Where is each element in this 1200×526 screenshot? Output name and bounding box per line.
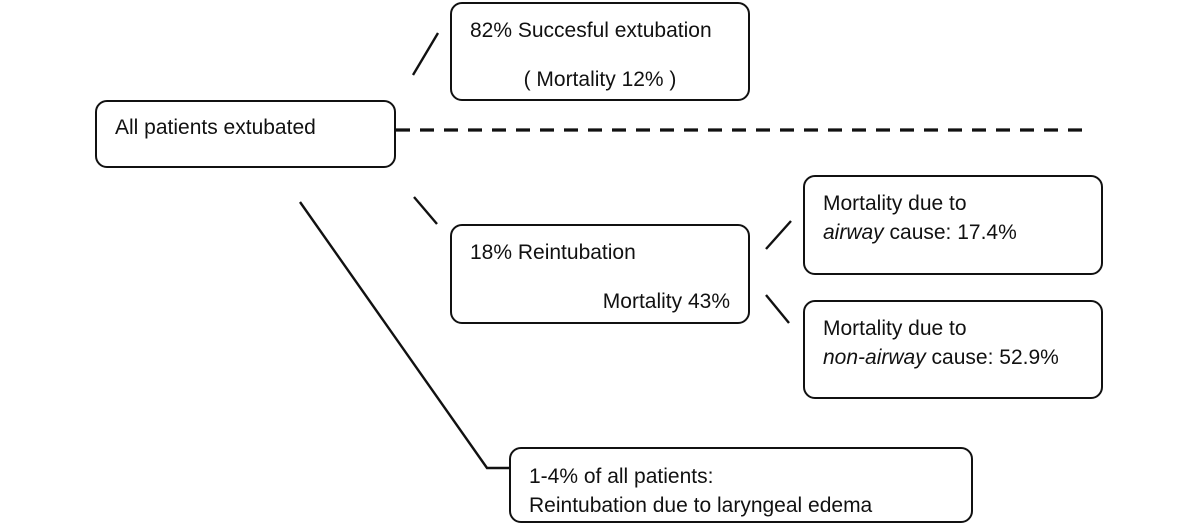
node-successful-line-1: 82% Succesful extubation <box>470 19 712 42</box>
node-airway-line-2: airway cause: 17.4% <box>823 219 1083 246</box>
node-all-patients-line-1: All patients extubated <box>115 116 316 139</box>
node-airway-line-2-rest: cause: 17.4% <box>883 221 1017 245</box>
node-successful-extubation[interactable]: 82% Succesful extubation ( Mortality 12%… <box>450 2 750 101</box>
node-all-patients-extubated[interactable]: All patients extubated <box>95 100 396 168</box>
node-nonairway-line-2-rest: cause: 52.9% <box>925 346 1059 370</box>
node-nonairway-line-1: Mortality due to <box>823 317 967 340</box>
node-airway-cause-mortality[interactable]: Mortality due to airway cause: 17.4% <box>803 175 1103 275</box>
node-nonairway-cause-mortality[interactable]: Mortality due to non-airway cause: 52.9% <box>803 300 1103 399</box>
node-airway-emphasis: airway <box>823 221 884 245</box>
node-successful-line-2: ( Mortality 12% ) <box>523 68 677 92</box>
connector-to-nonairway-mortality <box>765 294 790 324</box>
node-nonairway-line-2: non-airway cause: 52.9% <box>823 344 1083 371</box>
node-laryngeal-edema-line-1: 1-4% of all patients: <box>529 465 714 488</box>
connector-to-reintubation <box>413 196 438 225</box>
node-laryngeal-edema-line-2: Reintubation due to laryngeal edema <box>529 494 873 518</box>
node-laryngeal-edema[interactable]: 1-4% of all patients: Reintubation due t… <box>509 447 973 523</box>
connector-to-successful-extubation <box>411 32 440 76</box>
node-reintubation[interactable]: 18% Reintubation Mortality 43% <box>450 224 750 324</box>
connector-to-airway-mortality <box>765 220 792 250</box>
node-nonairway-emphasis: non-airway <box>823 346 926 370</box>
node-reintubation-line-1: 18% Reintubation <box>470 241 636 264</box>
node-airway-line-1: Mortality due to <box>823 192 967 215</box>
node-reintubation-line-2: Mortality 43% <box>602 290 730 314</box>
